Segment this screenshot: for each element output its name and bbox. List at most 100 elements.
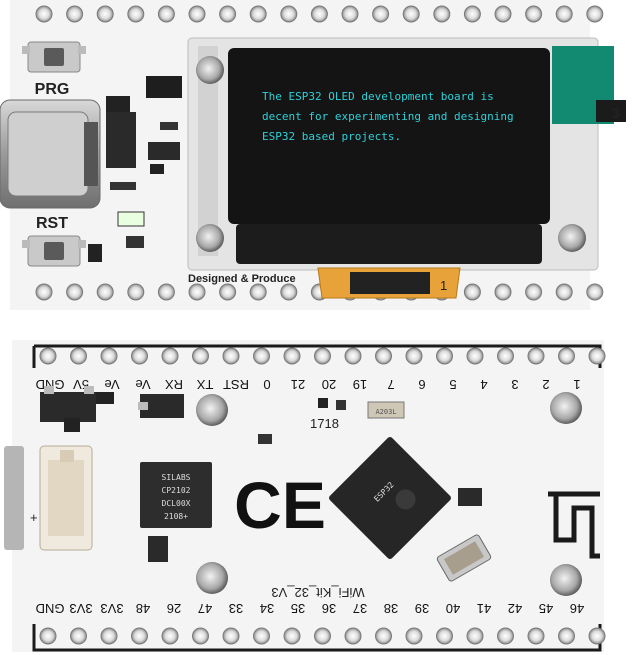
pin-label: 3V3 [100, 601, 123, 616]
header-pin-pad [586, 5, 604, 23]
pin-label: 41 [477, 601, 491, 616]
bottom-board-header-top [39, 347, 606, 365]
header-pin-pad [131, 347, 148, 365]
header-pin-pad [283, 347, 301, 365]
prg-button[interactable] [22, 41, 86, 73]
header-pin-pad [494, 5, 512, 23]
oled-line-2: decent for experimenting and designing [262, 110, 514, 123]
header-pin-pad [310, 5, 328, 23]
mount-screw [550, 392, 582, 424]
header-pin-pad [253, 347, 270, 365]
uart-chip-line-1: SILABS [162, 473, 191, 482]
flex-cable-label: 1 [440, 278, 447, 293]
header-pin-pad [375, 347, 392, 365]
header-pin-pad [70, 627, 87, 645]
mount-screw [196, 394, 228, 426]
battery-connector[interactable] [4, 445, 93, 551]
header-pin-pad [249, 5, 267, 23]
header-pin-pad [466, 347, 484, 365]
ce-mark: CE [234, 468, 326, 542]
header-pin-pad [372, 5, 390, 23]
pin-label: 38 [384, 601, 398, 616]
usb-uart-chip: SILABS CP2102 DCL00X 2108+ [140, 462, 212, 528]
oled-line-3: ESP32 based projects. [262, 130, 401, 143]
crystal-oscillator [436, 534, 492, 582]
bottom-board-header-bottom [39, 627, 606, 645]
header-pin-pad [527, 347, 545, 365]
top-board-header-bottom [35, 283, 604, 301]
pin-label: 6 [418, 377, 425, 392]
pin-label: 37 [353, 601, 367, 616]
uart-chip-line-4: 2108+ [164, 512, 188, 521]
smd-components [458, 488, 482, 506]
pin-label: 42 [508, 601, 522, 616]
pin-label: 35 [291, 601, 305, 616]
header-pin-pad [127, 5, 145, 23]
header-pin-pad [96, 5, 114, 23]
usb-components [106, 76, 182, 190]
header-pin-pad [344, 627, 362, 645]
pin-label: 40 [446, 601, 460, 616]
top-board-header-top [35, 5, 604, 23]
header-pin-pad [100, 347, 118, 365]
pin-label: 34 [260, 601, 274, 616]
pcb-antenna [548, 491, 600, 559]
mount-screw [196, 56, 224, 84]
header-pin-pad [253, 627, 270, 645]
header-pin-pad [497, 627, 514, 645]
header-pin-pad [100, 627, 118, 645]
pin-label: 20 [322, 377, 336, 392]
smd-resistor [88, 244, 102, 262]
prg-label: PRG [35, 81, 70, 98]
header-pin-pad [433, 5, 451, 23]
header-pin-pad [188, 283, 206, 301]
pin-label: 21 [291, 377, 305, 392]
diode-component: A203L [367, 401, 405, 419]
header-pin-pad [280, 5, 298, 23]
rst-button[interactable] [22, 235, 86, 267]
usb-c-port[interactable] [0, 99, 101, 209]
header-pin-pad [525, 283, 543, 301]
header-pin-pad [344, 347, 362, 365]
header-pin-pad [188, 5, 206, 23]
header-pin-pad [588, 627, 606, 645]
header-pin-pad [314, 347, 331, 365]
header-pin-pad [525, 5, 543, 23]
header-pin-pad [283, 627, 301, 645]
pin-label: 36 [322, 601, 336, 616]
top-board: PRG RST [0, 0, 626, 310]
header-pin-pad [375, 627, 392, 645]
pin-label: 3V3 [69, 601, 92, 616]
header-pin-pad [35, 5, 53, 23]
header-pin-pad [558, 627, 575, 645]
header-pin-pad [436, 347, 453, 365]
header-pin-pad [222, 627, 240, 645]
pin-label: 46 [570, 601, 584, 616]
smd-resistor [318, 398, 328, 408]
designed-by-text: Designed & Produce [188, 273, 296, 285]
header-pin-pad [463, 5, 481, 23]
board-revision-label: WiFi_Kit_32_V3 [271, 585, 364, 600]
header-pin-pad [96, 283, 114, 301]
pin-label: 7 [387, 377, 394, 392]
header-pin-pad [466, 627, 484, 645]
pin-label: 0 [263, 377, 270, 392]
rst-label: RST [36, 215, 68, 232]
oled-flex-cable: 1 [317, 267, 461, 299]
pin-label: 4 [480, 377, 487, 392]
header-pin-pad [192, 347, 209, 365]
header-pin-pad [219, 5, 237, 23]
header-pin-pad [39, 627, 57, 645]
pin-label: TX [196, 377, 213, 392]
pin-label: 2 [542, 377, 549, 392]
header-pin-pad [70, 347, 87, 365]
mount-screw [550, 564, 582, 596]
edge-number: 3 [612, 105, 620, 121]
pin-label: GND [36, 377, 65, 392]
pin-label: 39 [415, 601, 429, 616]
header-pin-pad [66, 5, 84, 23]
header-pin-pad [314, 627, 331, 645]
